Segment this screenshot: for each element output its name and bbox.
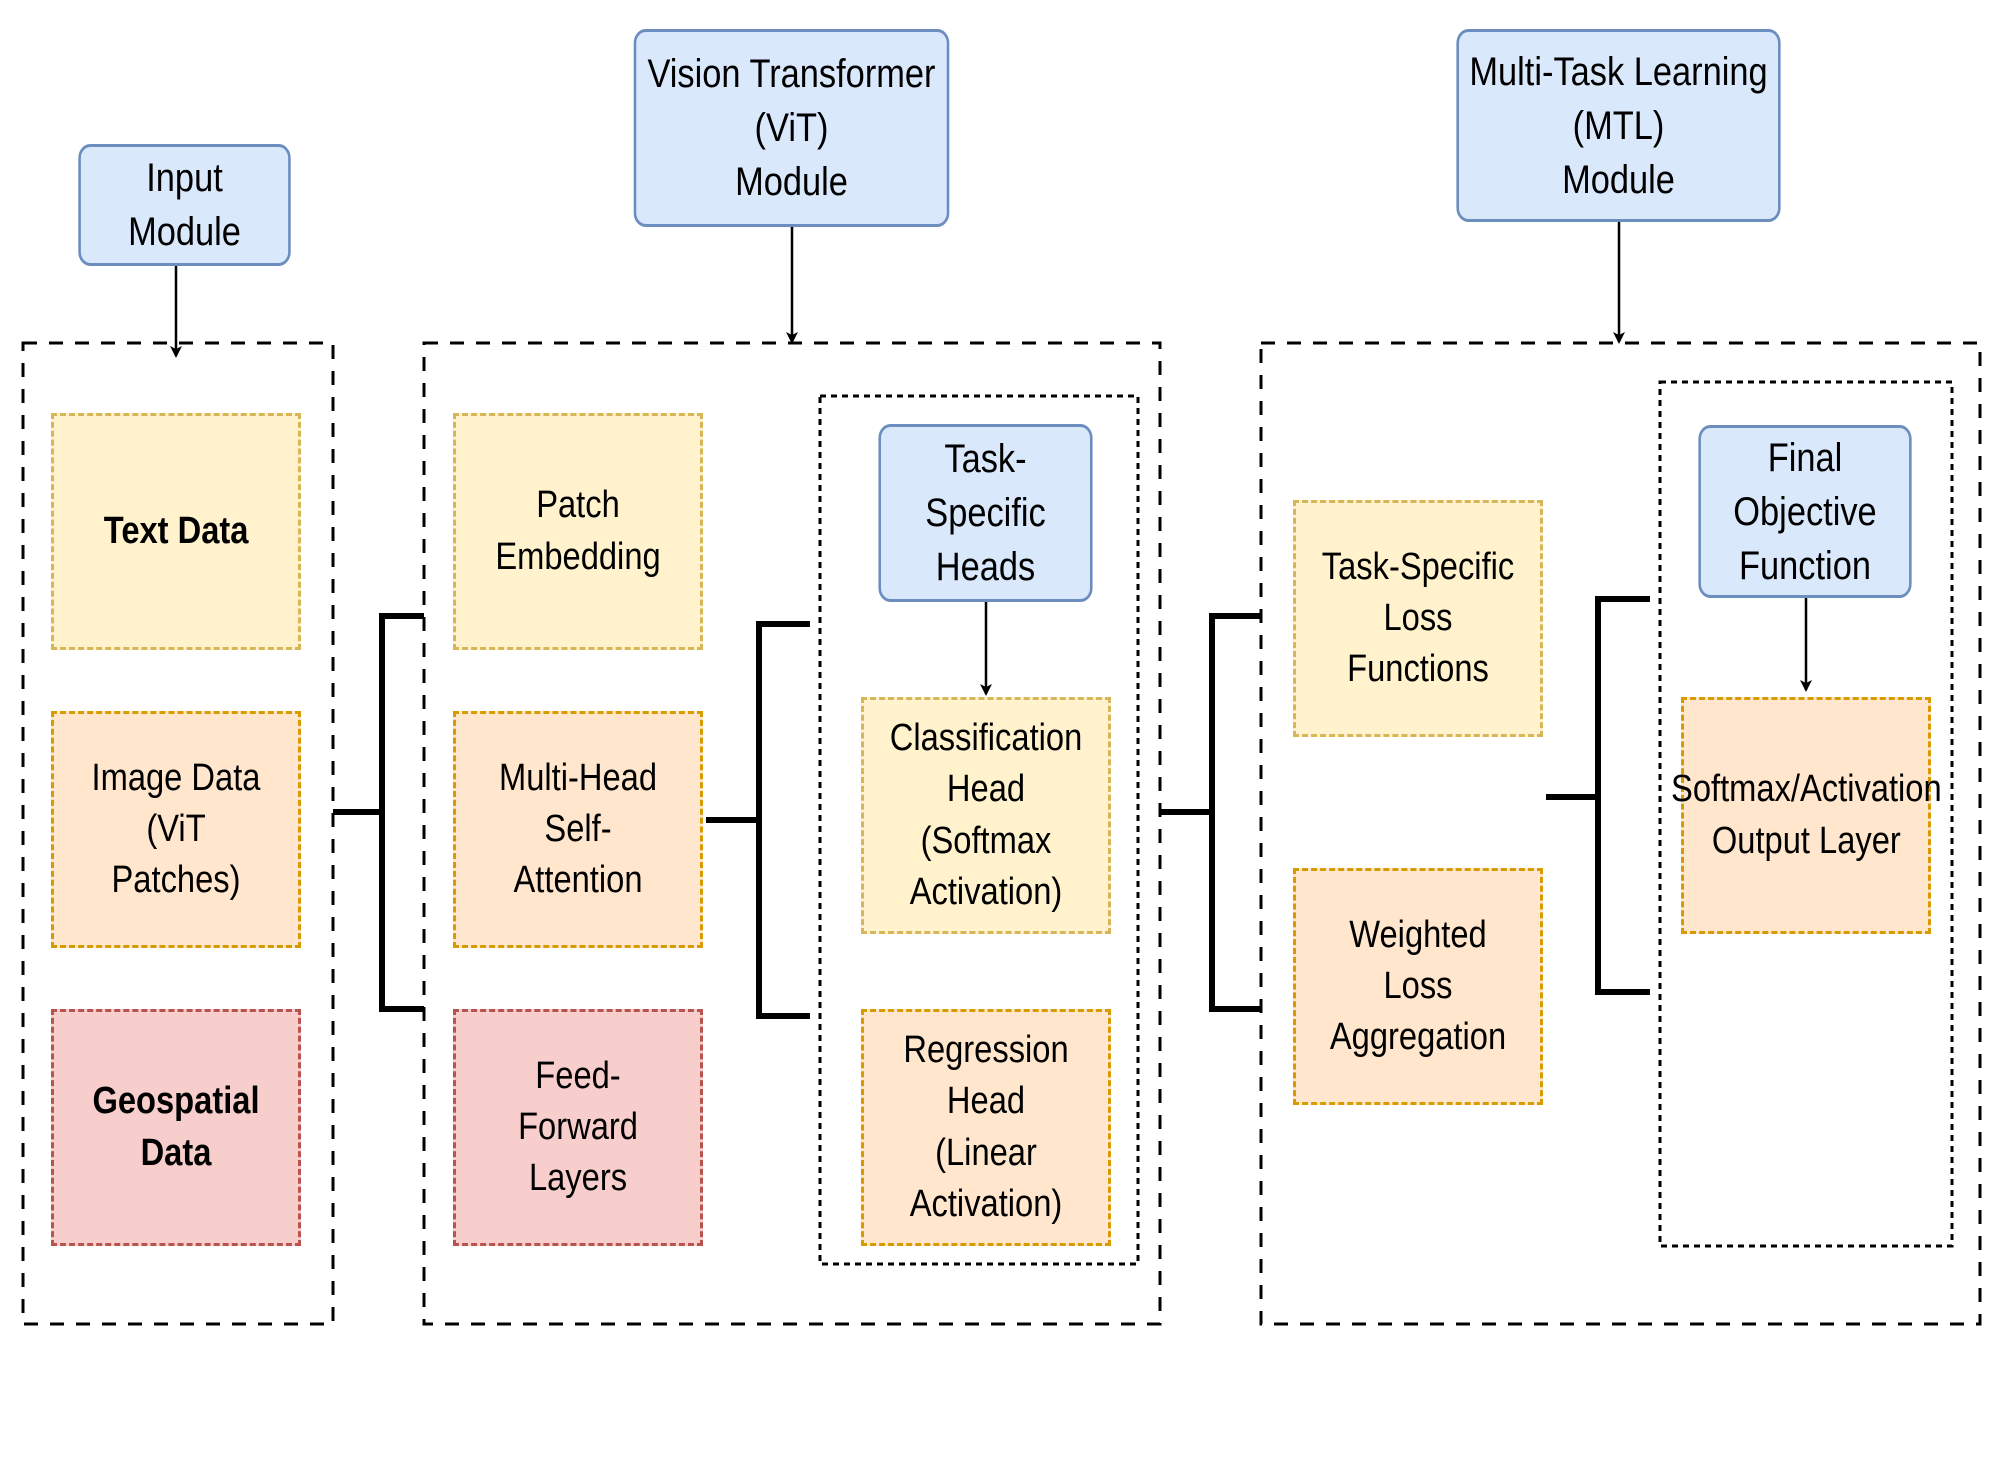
final-objective-label: Final Objective Function [1733, 435, 1877, 588]
bracket-vit-heads [706, 621, 810, 1019]
task-specific-heads-label: Task-Specific Heads [925, 437, 1046, 589]
image-data-label: Image Data (ViT Patches) [91, 756, 261, 902]
geospatial-data-box: Geospatial Data [51, 1009, 301, 1246]
regression-head-box: Regression Head (Linear Activation) [861, 1009, 1111, 1246]
mtl-module-header: Multi-Task Learning (MTL) Module [1456, 29, 1781, 222]
bracket-loss-final [1546, 596, 1650, 995]
bracket-vit-mtl [1160, 613, 1261, 1012]
classification-head-label: Classification Head (Softmax Activation) [889, 716, 1083, 913]
task-specific-loss-box: Task-Specific Loss Functions [1293, 500, 1543, 737]
feed-forward-label: Feed-Forward Layers [518, 1054, 638, 1200]
task-specific-loss-label: Task-Specific Loss Functions [1321, 545, 1515, 691]
mtl-module-group [1259, 341, 1982, 1326]
final-objective-header: Final Objective Function [1698, 425, 1912, 598]
image-data-box: Image Data (ViT Patches) [51, 711, 301, 948]
text-data-box: Text Data [51, 413, 301, 650]
weighted-loss-label: Weighted Loss Aggregation [1329, 913, 1507, 1059]
final-objective-group [1658, 380, 1954, 1248]
weighted-loss-box: Weighted Loss Aggregation [1293, 868, 1543, 1105]
multi-head-attention-box: Multi-Head Self- Attention [453, 711, 703, 948]
mtl-module-label: Multi-Task Learning (MTL) Module [1469, 49, 1768, 202]
bracket-input-vit [333, 613, 424, 1012]
patch-embedding-box: Patch Embedding [453, 413, 703, 650]
task-heads-group [818, 394, 1140, 1266]
softmax-output-label: Softmax/Activation Output Layer [1670, 768, 1942, 862]
regression-head-label: Regression Head (Linear Activation) [903, 1028, 1069, 1225]
softmax-output-box: Softmax/Activation Output Layer [1671, 697, 1941, 934]
geospatial-data-label: Geospatial Data [92, 1080, 260, 1174]
classification-head-box: Classification Head (Softmax Activation) [861, 697, 1111, 934]
vit-module-header: Vision Transformer (ViT) Module [633, 29, 950, 227]
vit-module-label: Vision Transformer (ViT) Module [647, 52, 936, 204]
input-module-label: Input Module [128, 156, 241, 254]
text-data-label: Text Data [103, 509, 249, 552]
input-module-header: Input Module [78, 144, 291, 266]
feed-forward-box: Feed-Forward Layers [453, 1009, 703, 1246]
input-module-group [21, 341, 335, 1326]
multi-head-attention-label: Multi-Head Self- Attention [498, 756, 657, 902]
task-specific-heads-header: Task-Specific Heads [878, 424, 1093, 602]
patch-embedding-label: Patch Embedding [495, 484, 661, 578]
